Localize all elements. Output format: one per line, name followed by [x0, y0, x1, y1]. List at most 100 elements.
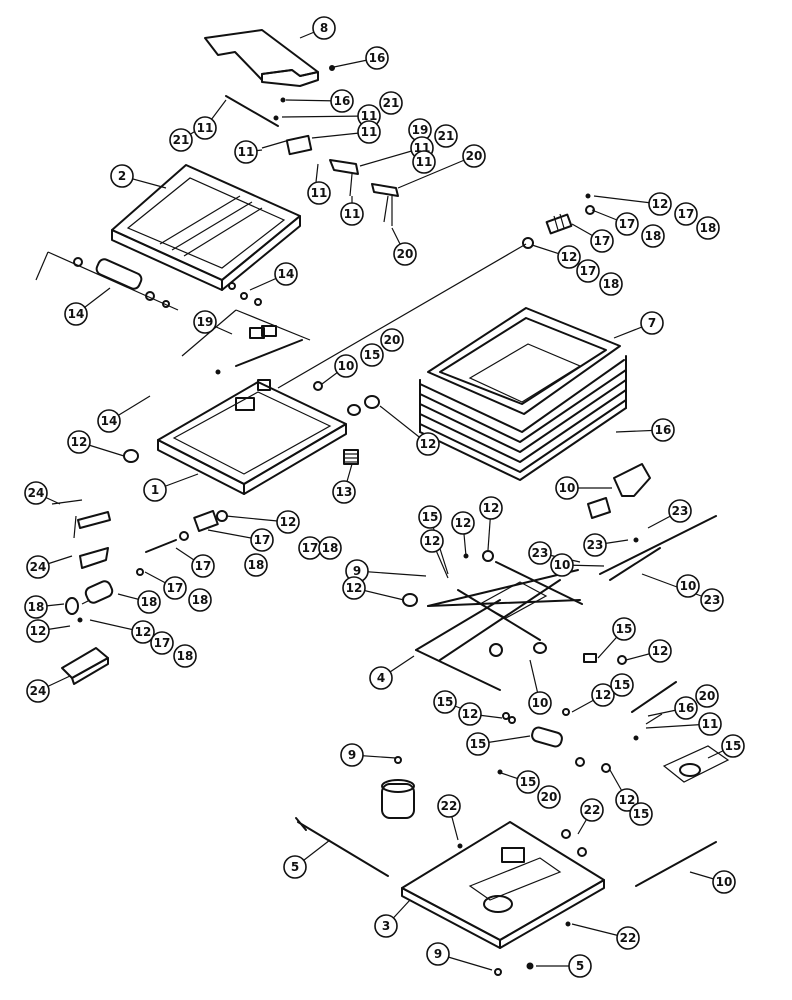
callout-7: 7 [640, 311, 664, 335]
callout-number: 11 [361, 125, 378, 139]
callout-15: 15 [612, 617, 636, 641]
part-24-lower-bracket [61, 647, 109, 685]
callout-circle [191, 554, 215, 578]
callout-12: 12 [67, 430, 91, 454]
callout-circle [340, 202, 364, 226]
callout-number: 20 [466, 149, 483, 163]
callout-circle [568, 954, 592, 978]
callout-number: 9 [348, 748, 356, 762]
callout-circle [379, 91, 403, 115]
callout-number: 20 [699, 689, 716, 703]
callout-12: 12 [451, 511, 475, 535]
callout-circle [668, 499, 692, 523]
callout-circle [369, 666, 393, 690]
callout-circle [640, 311, 664, 335]
callout-circle [193, 116, 217, 140]
part-9-canister [381, 756, 415, 819]
callout-circle [516, 770, 540, 794]
callout-circle [131, 620, 155, 644]
callout-16: 16 [365, 46, 389, 70]
callout-12: 12 [458, 702, 482, 726]
callout-circle [591, 683, 615, 707]
callout-16: 16 [651, 418, 675, 442]
callout-number: 14 [68, 307, 85, 321]
callout-12: 12 [342, 576, 366, 600]
callout-18: 18 [641, 224, 665, 248]
callout-circle [576, 259, 600, 283]
callout-number: 12 [652, 644, 669, 658]
callout-number: 10 [559, 481, 576, 495]
callout-circle [193, 310, 217, 334]
part-21-rod [225, 95, 279, 127]
callout-22: 22 [437, 794, 461, 818]
callout-circle [629, 802, 653, 826]
part-15-shock-absorber [502, 708, 570, 748]
callout-circle [451, 511, 475, 535]
callout-circle [340, 743, 364, 767]
callout-number: 7 [648, 316, 656, 330]
callout-circle [651, 418, 675, 442]
callout-20: 20 [537, 785, 561, 809]
callout-21: 21 [379, 91, 403, 115]
callout-17: 17 [674, 202, 698, 226]
callout-24: 24 [24, 481, 48, 505]
callout-11: 11 [193, 116, 217, 140]
callout-number: 11 [197, 121, 214, 135]
callout-circle [307, 181, 331, 205]
callout-circle [583, 533, 607, 557]
callout-number: 9 [353, 564, 361, 578]
callout-number: 18 [700, 221, 717, 235]
callout-circle [318, 536, 342, 560]
callout-number: 12 [652, 197, 669, 211]
part-24-bracket [51, 499, 111, 569]
callout-5: 5 [283, 855, 307, 879]
callout-circle [24, 481, 48, 505]
callout-circle [24, 595, 48, 619]
callout-number: 15 [364, 348, 381, 362]
part-17-spring [545, 193, 595, 235]
callout-number: 20 [384, 333, 401, 347]
callout-circle [580, 798, 604, 822]
callout-circle [188, 588, 212, 612]
callout-number: 21 [438, 129, 455, 143]
callout-14: 14 [97, 409, 121, 433]
callout-10: 10 [334, 354, 358, 378]
callout-11: 11 [234, 140, 258, 164]
callout-10: 10 [528, 691, 552, 715]
callout-number: 12 [424, 534, 441, 548]
callout-number: 18 [248, 558, 265, 572]
alignment-line [277, 237, 534, 389]
callout-8: 8 [312, 16, 336, 40]
callout-number: 10 [338, 359, 355, 373]
callout-circle [244, 553, 268, 577]
callout-number: 17 [195, 559, 212, 573]
callout-circle [712, 870, 736, 894]
callout-number: 21 [173, 133, 190, 147]
callout-number: 19 [412, 123, 429, 137]
callout-number: 12 [30, 624, 47, 638]
callout-2: 2 [110, 164, 134, 188]
callout-circle [173, 644, 197, 668]
callout-number: 11 [311, 186, 328, 200]
callout-15: 15 [418, 505, 442, 529]
callout-circle [700, 588, 724, 612]
callout-11: 11 [698, 712, 722, 736]
callout-22: 22 [580, 798, 604, 822]
callout-1: 1 [143, 478, 167, 502]
leader-lines [35, 27, 734, 971]
callout-13: 13 [332, 480, 356, 504]
callout-12: 12 [648, 192, 672, 216]
callout-number: 12 [420, 437, 437, 451]
callout-number: 18 [28, 600, 45, 614]
callout-12: 12 [557, 245, 581, 269]
callout-number: 4 [377, 671, 385, 685]
callout-10: 10 [550, 553, 574, 577]
part-22-fasteners [457, 829, 587, 927]
callout-circle [434, 124, 458, 148]
callout-18: 18 [173, 644, 197, 668]
callout-number: 12 [135, 625, 152, 639]
callout-14: 14 [64, 302, 88, 326]
callout-number: 11 [344, 207, 361, 221]
callout-circle [537, 785, 561, 809]
callout-circle [274, 262, 298, 286]
